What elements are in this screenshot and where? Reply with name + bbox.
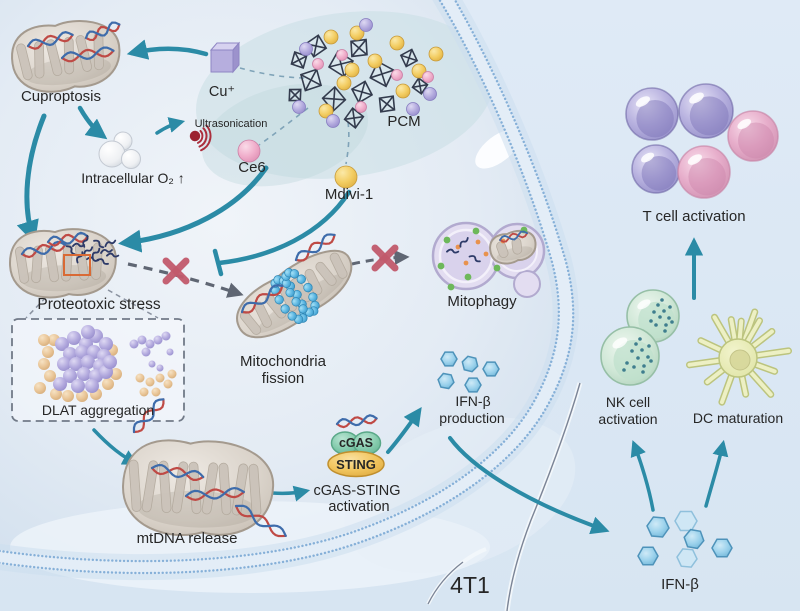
drp1-bead-ring xyxy=(270,268,320,324)
arrow-proteotoxic-to-fission xyxy=(127,262,244,298)
flow-arrows xyxy=(16,39,729,535)
tumor-cell-label: 4T1 xyxy=(450,572,490,598)
arrow-ifnb-to-nk xyxy=(630,440,655,512)
cgas-sting-label-line2: activation xyxy=(328,499,389,515)
copper-ion-cube-icon xyxy=(209,41,241,74)
arrow-o2-to-ultrasonication xyxy=(155,117,186,135)
mitophagy-contents xyxy=(437,226,528,291)
proteotoxic-stress-label: Proteotoxic stress xyxy=(37,296,160,313)
dc-maturation-label: DC maturation xyxy=(693,410,783,426)
pcm-nanoparticle-cluster xyxy=(288,18,444,130)
mitochondrion-mtdna-release xyxy=(122,439,275,536)
nk-label-line2: activation xyxy=(598,411,657,427)
ifnb-production-hexagons xyxy=(437,351,500,393)
mitochondrion-cuproptosis xyxy=(11,20,121,93)
ifnb-secreted-hexagons xyxy=(637,510,733,568)
arrow-left-to-proteotoxic xyxy=(16,113,47,244)
nk-cell-pair xyxy=(600,289,680,386)
blocked-x-icons xyxy=(162,244,399,285)
arrow-mtdna-to-cgas xyxy=(270,485,311,502)
arrow-cu-to-mitochondria xyxy=(126,39,209,60)
ce6-label: Ce6 xyxy=(238,159,266,176)
dendritic-cell xyxy=(685,308,793,406)
pcm-to-mdivi1-link xyxy=(345,121,350,165)
ifnb-production-label-line2: production xyxy=(439,410,504,426)
mdivi1-label: Mdivi-1 xyxy=(325,186,373,203)
arrow-cgas-to-ifnb xyxy=(386,407,422,454)
ce6-sphere-icon xyxy=(237,139,261,163)
zoom-highlight-box xyxy=(63,254,91,276)
arrow-ifnb-to-dc xyxy=(704,439,729,508)
mdivi1-sphere-icon xyxy=(334,165,358,189)
dlat-aggregate-spheres xyxy=(34,325,177,402)
intracellular-o2-label: Intracellular O₂ ↑ xyxy=(81,170,184,186)
zoom-callout-line xyxy=(107,289,159,319)
nk-label-line1: NK cell xyxy=(606,394,650,410)
arrow-ce6-to-proteotoxic xyxy=(118,165,269,253)
mitophagy-label: Mitophagy xyxy=(447,293,517,310)
mtdna-release-label: mtDNA release xyxy=(137,530,238,547)
inhibition-bar xyxy=(212,248,224,277)
cgas-label: cGAS xyxy=(339,436,373,450)
ultrasonication-icon xyxy=(189,124,212,152)
cgas-sting-complex xyxy=(327,414,385,478)
t-cell-activation-label: T cell activation xyxy=(642,208,745,225)
aggregated-protein-squiggles xyxy=(65,234,481,265)
dlat-aggregation-label: DLAT aggregation xyxy=(42,402,154,418)
oxygen-bubbles-icon xyxy=(98,131,141,169)
arrow-fission-to-mitophagy xyxy=(351,250,410,266)
cgas-sting-label-line1: cGAS-STING xyxy=(313,483,400,499)
ultrasonication-label: Ultrasonication xyxy=(195,118,268,130)
cytoplasm-teal-tint xyxy=(196,11,494,179)
sting-label: STING xyxy=(336,457,376,472)
ifnb-label: IFN-β xyxy=(661,576,699,593)
fission-label-line1: Mitochondria xyxy=(240,353,327,370)
cu-ion-label: Cu⁺ xyxy=(209,84,235,100)
fission-label-line2: fission xyxy=(262,370,305,387)
arrow-ifnb-secretion xyxy=(448,436,610,535)
pcm-label: PCM xyxy=(387,113,420,130)
zoom-callout-line xyxy=(25,290,53,319)
cell-membrane xyxy=(0,0,575,575)
inhibition-arrow-mdivi1 xyxy=(216,189,352,266)
pcm-to-ce6-link xyxy=(258,107,309,146)
arrow-cuproptosis-to-o2 xyxy=(77,105,108,140)
t-cell-cluster xyxy=(625,83,779,199)
tumor-cell-outline-lines xyxy=(426,382,583,611)
dna-strands xyxy=(20,21,529,538)
cuproptosis-label: Cuproptosis xyxy=(21,88,101,105)
ifnb-production-label-line1: IFN-β xyxy=(455,393,490,409)
